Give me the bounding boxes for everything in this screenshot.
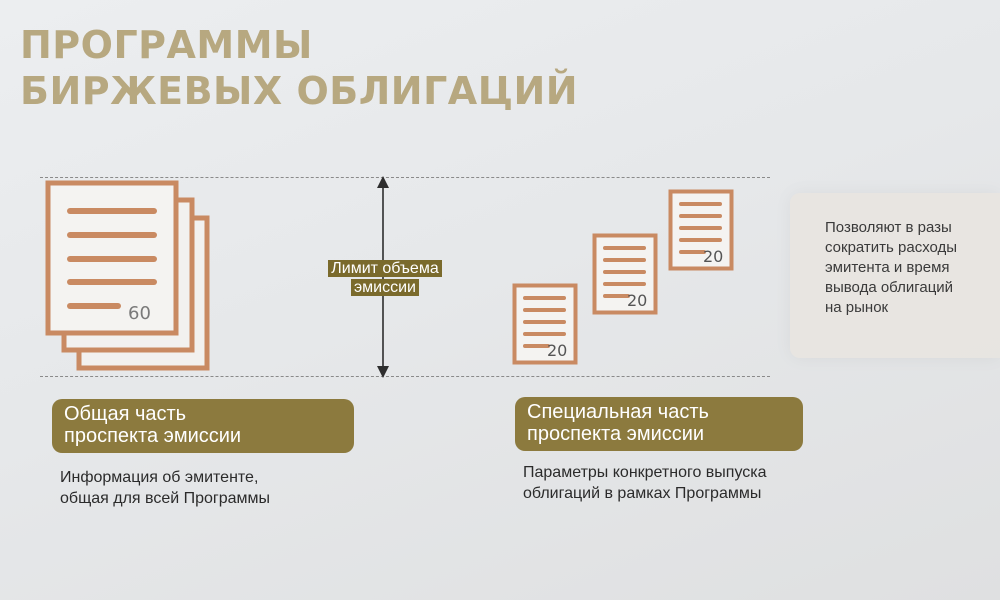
special-doc-1-number: 20 [547, 341, 567, 360]
slide-title: ПРОГРАММЫ БИРЖЕВЫХ ОБЛИГАЦИЙ [20, 22, 578, 114]
side-note-text: Позволяют в разы сократить расходы эмите… [825, 218, 995, 318]
limit-bottom-line [40, 376, 770, 377]
side-note-line-3: эмитента и время [825, 259, 950, 276]
slide-title-line-2: БИРЖЕВЫХ ОБЛИГАЦИЙ [20, 69, 579, 113]
side-note-card [790, 193, 1000, 358]
special-part-description: Параметры конкретного выпуска облигаций … [523, 462, 767, 504]
special-document-2-icon: 20 [592, 233, 658, 315]
general-part-label-line-2: проспекта эмиссии [64, 425, 242, 447]
limit-label-text: Лимит объема эмиссии [328, 260, 442, 296]
special-doc-3-number: 20 [703, 247, 723, 266]
side-note-line-5: на рынок [825, 299, 889, 316]
general-part-label-line-1: Общая часть [64, 403, 187, 425]
double-arrow-icon [377, 176, 389, 378]
general-part-label: Общая часть проспекта эмиссии [52, 399, 354, 453]
general-doc-number: 60 [128, 303, 151, 324]
limit-label: Лимит объема эмиссии [310, 259, 460, 297]
special-part-label-line-2: проспекта эмиссии [527, 423, 705, 445]
special-part-label: Специальная часть проспекта эмиссии [515, 397, 803, 451]
special-part-desc-line-1: Параметры конкретного выпуска [523, 464, 767, 481]
side-note-line-2: сократить расходы [825, 239, 958, 256]
general-part-desc-line-1: Информация об эмитенте, [60, 469, 259, 486]
special-doc-2-number: 20 [627, 291, 647, 310]
side-note-line-1: Позволяют в разы [825, 219, 952, 236]
side-note-line-4: вывода облигаций [825, 279, 954, 296]
general-part-description: Информация об эмитенте, общая для всей П… [60, 467, 270, 509]
general-document-stack-icon: 60 [45, 180, 210, 371]
special-document-3-icon: 20 [668, 189, 734, 271]
special-document-1-icon: 20 [512, 283, 578, 365]
special-part-label-line-1: Специальная часть [527, 401, 709, 423]
special-part-desc-line-2: облигаций в рамках Программы [523, 485, 762, 502]
general-part-desc-line-2: общая для всей Программы [60, 490, 271, 507]
slide-title-line-1: ПРОГРАММЫ [20, 23, 313, 67]
limit-top-line [40, 177, 770, 178]
